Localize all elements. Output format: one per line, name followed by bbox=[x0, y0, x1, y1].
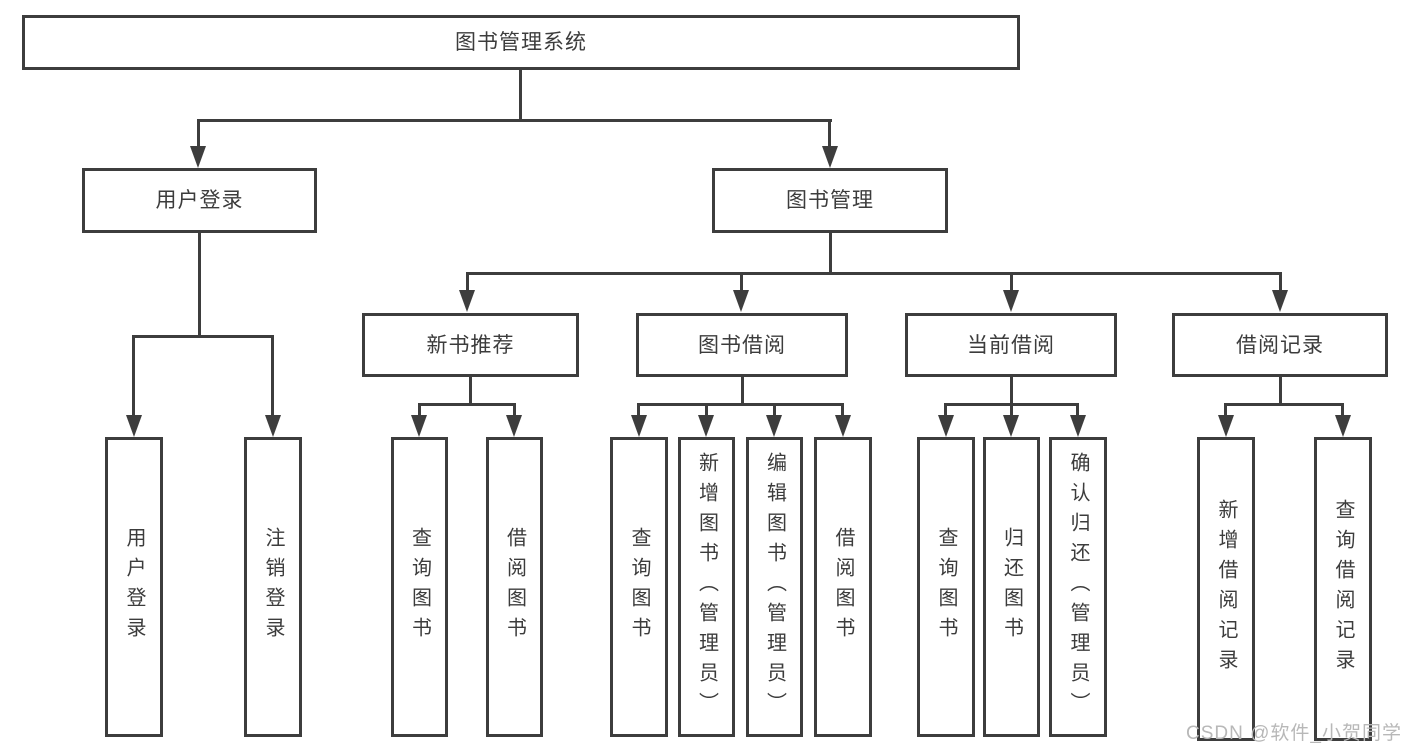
leaf-query-borrow-record: 查询借阅记录 bbox=[1314, 437, 1372, 741]
arrowhead bbox=[265, 415, 281, 437]
arrowhead bbox=[631, 415, 647, 437]
node-current-borrow: 当前借阅 bbox=[905, 313, 1117, 377]
connector-vline bbox=[466, 272, 469, 290]
node-borrow-records: 借阅记录 bbox=[1172, 313, 1388, 377]
connector-vline bbox=[198, 233, 201, 335]
arrowhead bbox=[126, 415, 142, 437]
arrowhead bbox=[190, 146, 206, 168]
arrowhead bbox=[733, 290, 749, 312]
leaf-user-login: 用户登录 bbox=[105, 437, 163, 737]
node-library-system: 图书管理系统 bbox=[22, 15, 1020, 70]
arrowhead bbox=[459, 290, 475, 312]
arrowhead bbox=[1335, 415, 1351, 437]
connector-vline bbox=[741, 377, 744, 403]
arrowhead bbox=[1272, 290, 1288, 312]
leaf-borrow-books: 借阅图书 bbox=[814, 437, 872, 737]
connector-vline bbox=[1076, 403, 1079, 415]
arrowhead bbox=[1218, 415, 1234, 437]
connector-vline bbox=[469, 377, 472, 403]
connector-vline bbox=[740, 272, 743, 290]
connector-vline bbox=[705, 403, 708, 415]
connector-vline bbox=[418, 403, 421, 415]
leaf-borrow-books-recommend: 借阅图书 bbox=[486, 437, 543, 737]
leaf-confirm-return-admin: 确认归还（管理员） bbox=[1049, 437, 1107, 737]
connector-hline bbox=[197, 119, 832, 122]
arrowhead bbox=[1070, 415, 1086, 437]
arrowhead bbox=[835, 415, 851, 437]
connector-hline bbox=[418, 403, 516, 406]
connector-vline bbox=[841, 403, 844, 415]
connector-hline bbox=[132, 335, 274, 338]
leaf-return-books: 归还图书 bbox=[983, 437, 1040, 737]
node-new-book-recommend: 新书推荐 bbox=[362, 313, 579, 377]
connector-hline bbox=[637, 403, 844, 406]
leaf-logout: 注销登录 bbox=[244, 437, 302, 737]
leaf-query-books-borrow: 查询图书 bbox=[610, 437, 668, 737]
watermark: CSDN @软件_小贺同学 bbox=[1186, 723, 1402, 744]
arrowhead bbox=[506, 415, 522, 437]
connector-vline bbox=[1010, 403, 1013, 415]
arrowhead bbox=[698, 415, 714, 437]
connector-vline bbox=[1224, 403, 1227, 415]
connector-hline bbox=[466, 272, 1282, 275]
leaf-add-borrow-record: 新增借阅记录 bbox=[1197, 437, 1255, 741]
connector-vline bbox=[513, 403, 516, 415]
node-book-borrow: 图书借阅 bbox=[636, 313, 848, 377]
connector-vline bbox=[829, 233, 832, 272]
connector-vline bbox=[1010, 272, 1013, 290]
connector-vline bbox=[828, 119, 831, 148]
leaf-add-books-admin: 新增图书（管理员） bbox=[678, 437, 735, 737]
connector-vline bbox=[773, 403, 776, 415]
connector-vline bbox=[1341, 403, 1344, 415]
connector-vline bbox=[271, 335, 274, 415]
connector-vline bbox=[1010, 377, 1013, 403]
connector-vline bbox=[637, 403, 640, 415]
connector-hline bbox=[1224, 403, 1344, 406]
connector-vline bbox=[197, 119, 200, 148]
leaf-query-books-recommend: 查询图书 bbox=[391, 437, 448, 737]
arrowhead bbox=[766, 415, 782, 437]
leaf-query-books-current: 查询图书 bbox=[917, 437, 975, 737]
arrowhead bbox=[411, 415, 427, 437]
leaf-edit-books-admin: 编辑图书（管理员） bbox=[746, 437, 803, 737]
node-book-management: 图书管理 bbox=[712, 168, 948, 233]
connector-vline bbox=[1279, 377, 1282, 403]
node-user-login: 用户登录 bbox=[82, 168, 317, 233]
connector-vline bbox=[944, 403, 947, 415]
arrowhead bbox=[1003, 415, 1019, 437]
arrowhead bbox=[938, 415, 954, 437]
connector-vline bbox=[132, 335, 135, 415]
connector-vline bbox=[1279, 272, 1282, 290]
arrowhead bbox=[822, 146, 838, 168]
connector-vline bbox=[519, 68, 522, 119]
arrowhead bbox=[1003, 290, 1019, 312]
